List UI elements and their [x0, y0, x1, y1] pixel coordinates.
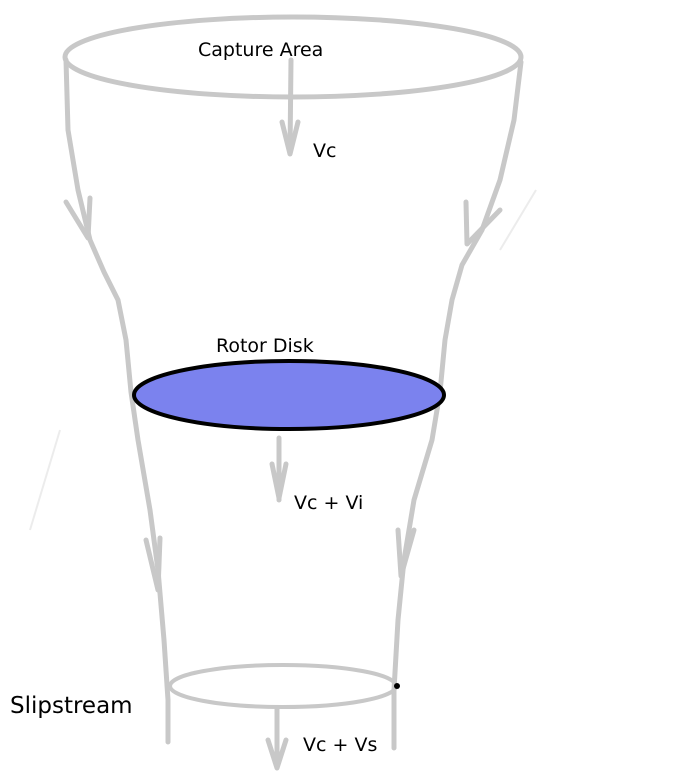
capture-area-label: Capture Area	[198, 39, 323, 61]
vc-vi-arrow-icon	[269, 461, 289, 501]
vc-arrow-shaft	[287, 57, 294, 155]
faint-mark-left	[29, 429, 61, 531]
left-streamline	[63, 57, 171, 745]
right-lower-arrow-icon	[395, 527, 417, 579]
vc-arrow-icon	[279, 119, 301, 157]
faint-mark-right	[499, 189, 537, 251]
right-upper-arrow-icon	[463, 199, 503, 247]
vc-label: Vc	[313, 140, 336, 162]
vc-vi-label: Vc + Vi	[294, 492, 363, 514]
slipstream-label: Slipstream	[10, 693, 133, 719]
left-lower-arrow-icon	[143, 535, 163, 593]
right-streamline	[391, 59, 524, 751]
vc-vs-label: Vc + Vs	[303, 734, 377, 756]
slipstream-dot	[394, 683, 400, 689]
left-upper-arrow-icon	[63, 195, 93, 241]
vc-vs-arrow-icon	[265, 737, 289, 771]
slipstream-ellipse	[168, 663, 398, 709]
rotor-disk	[132, 359, 446, 431]
rotor-disk-label: Rotor Disk	[216, 335, 314, 357]
